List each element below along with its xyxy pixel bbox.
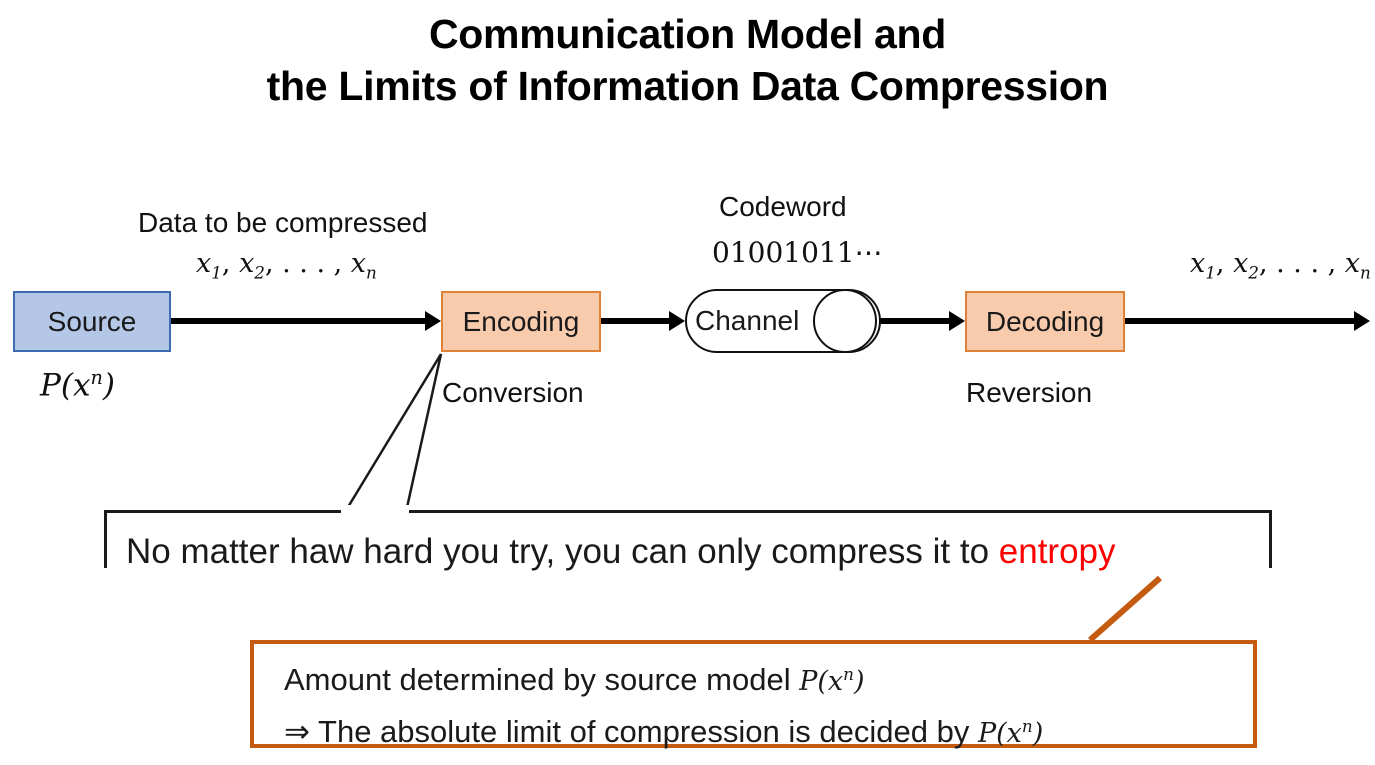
callout-line-2-math: P(xn) bbox=[977, 716, 1044, 749]
source-box-label: Source bbox=[47, 305, 137, 337]
input-seq-sub2: 2 bbox=[254, 262, 265, 283]
channel-shape[interactable]: Channel bbox=[685, 289, 883, 355]
callout-line-2-math-close: ) bbox=[1032, 718, 1044, 749]
output-seq-subn: n bbox=[1360, 262, 1371, 283]
encoding-box[interactable]: Encoding bbox=[441, 291, 601, 352]
arrow-source-to-encoding-line bbox=[171, 318, 425, 324]
callout-line-1-text: Amount determined by source model bbox=[284, 662, 800, 697]
codeword-title-label: Codeword bbox=[719, 191, 847, 222]
source-model-close: ) bbox=[102, 367, 115, 404]
input-sequence-label: x1, x2, . . . , xn bbox=[196, 248, 377, 283]
input-seq-subn: n bbox=[366, 262, 377, 283]
page-title: Communication Model and the Limits of In… bbox=[0, 8, 1375, 112]
arrow-source-to-encoding-head bbox=[425, 311, 441, 331]
channel-label: Channel bbox=[695, 305, 800, 336]
entropy-to-callout-connector bbox=[1088, 575, 1162, 643]
reversion-label: Reversion bbox=[966, 377, 1093, 408]
page-title-line-2: the Limits of Information Data Compressi… bbox=[266, 63, 1109, 109]
arrow-channel-to-decoding-head bbox=[949, 311, 965, 331]
input-seq-x1: x bbox=[196, 248, 212, 279]
source-box[interactable]: Source bbox=[13, 291, 171, 352]
data-to-be-compressed-label: Data to be compressed bbox=[138, 207, 428, 238]
callout-line-2-math-sup: n bbox=[1021, 716, 1033, 736]
output-seq-xn: x bbox=[1344, 248, 1361, 279]
callout-line-1: Amount determined by source model P(xn) bbox=[284, 652, 1253, 704]
input-seq-x2: x bbox=[239, 248, 255, 279]
source-model-sup: n bbox=[90, 366, 103, 389]
explanation-bracket bbox=[104, 510, 1272, 568]
callout-line-1-math-close: ) bbox=[853, 666, 865, 697]
leader-line-right bbox=[404, 353, 443, 513]
page-title-line-1: Communication Model and bbox=[429, 11, 946, 57]
compression-limit-statement: No matter haw hard you try, you can only… bbox=[126, 530, 1116, 574]
leader-line-left bbox=[343, 353, 443, 513]
codeword-bits-label: 01001011⋯ bbox=[712, 236, 883, 269]
output-seq-x1: x bbox=[1190, 248, 1206, 279]
decoding-box-label: Decoding bbox=[985, 305, 1105, 337]
encoding-box-label: Encoding bbox=[462, 305, 580, 337]
arrow-encoding-to-channel-head bbox=[669, 311, 685, 331]
arrow-encoding-to-channel-line bbox=[601, 318, 669, 324]
source-model-label: P(xn) bbox=[40, 366, 115, 403]
callout-line-1-math: P(xn) bbox=[799, 664, 865, 697]
callout-line-1-math-sup: n bbox=[843, 664, 854, 684]
arrow-decoding-to-output-line bbox=[1125, 318, 1354, 324]
input-seq-xn: x bbox=[350, 248, 367, 279]
callout-line-1-math-p: P(x bbox=[799, 666, 844, 697]
input-seq-sub1: 1 bbox=[211, 262, 222, 283]
output-seq-sub1: 1 bbox=[1205, 262, 1216, 283]
bracket-gap-mask bbox=[341, 505, 409, 517]
output-sequence-label: x1, x2, . . . , xn bbox=[1190, 248, 1371, 283]
output-seq-dots: , . . . , bbox=[1258, 248, 1337, 279]
output-seq-sub2: 2 bbox=[1248, 262, 1259, 283]
callout-line-2: ⇒ The absolute limit of compression is d… bbox=[284, 704, 1253, 756]
entropy-keyword: entropy bbox=[998, 532, 1116, 571]
channel-circle-outline bbox=[813, 289, 877, 353]
callout-box: Amount determined by source model P(xn) … bbox=[250, 640, 1257, 749]
conversion-label: Conversion bbox=[442, 377, 584, 408]
output-seq-x2: x bbox=[1233, 248, 1249, 279]
callout-line-2-math-p: P(x bbox=[977, 718, 1022, 749]
statement-prefix: No matter haw hard you try, you can only… bbox=[126, 532, 999, 571]
callout-line-2-text: ⇒ The absolute limit of compression is d… bbox=[284, 714, 978, 749]
decoding-box[interactable]: Decoding bbox=[965, 291, 1125, 352]
arrow-channel-to-decoding-line bbox=[879, 318, 949, 324]
input-seq-dots: , . . . , bbox=[264, 248, 343, 279]
arrow-decoding-to-output-head bbox=[1354, 311, 1370, 331]
source-model-p: P(x bbox=[40, 367, 91, 404]
